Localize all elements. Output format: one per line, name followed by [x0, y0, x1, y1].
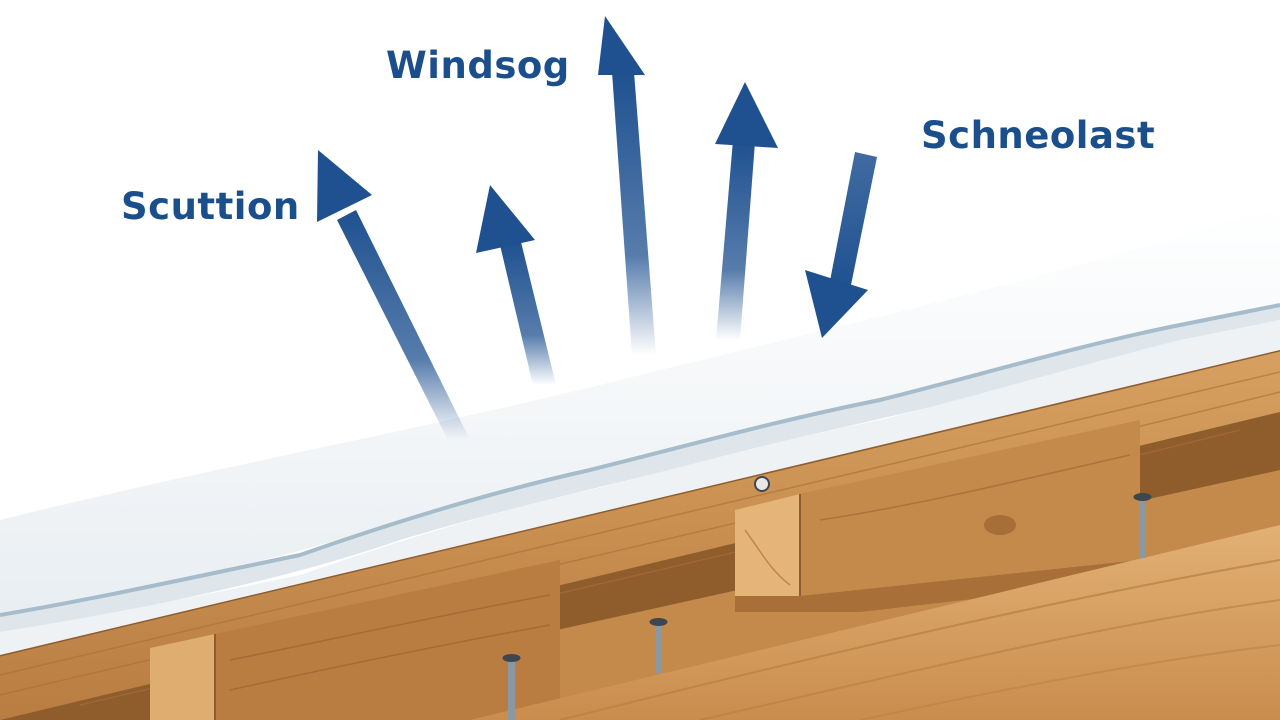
snow-load-label: Schneolast	[921, 114, 1156, 157]
arrow-up-icon	[598, 16, 656, 355]
nail-icon	[1133, 493, 1152, 558]
arrow-up-icon	[317, 150, 470, 440]
suction-label: Scuttion	[121, 185, 300, 228]
front-beam	[470, 525, 1280, 720]
arrow-up-icon	[476, 185, 556, 385]
arrow-up-icon	[715, 82, 778, 340]
snow-layer	[0, 205, 1280, 655]
windsog-label: Windsog	[386, 44, 570, 87]
nail-icon	[502, 654, 521, 720]
nail-icon	[649, 618, 668, 673]
arrow-down-icon	[805, 152, 877, 338]
rafter-right	[735, 420, 1140, 612]
screw-head-icon	[754, 476, 770, 492]
rafter-left	[150, 560, 560, 720]
